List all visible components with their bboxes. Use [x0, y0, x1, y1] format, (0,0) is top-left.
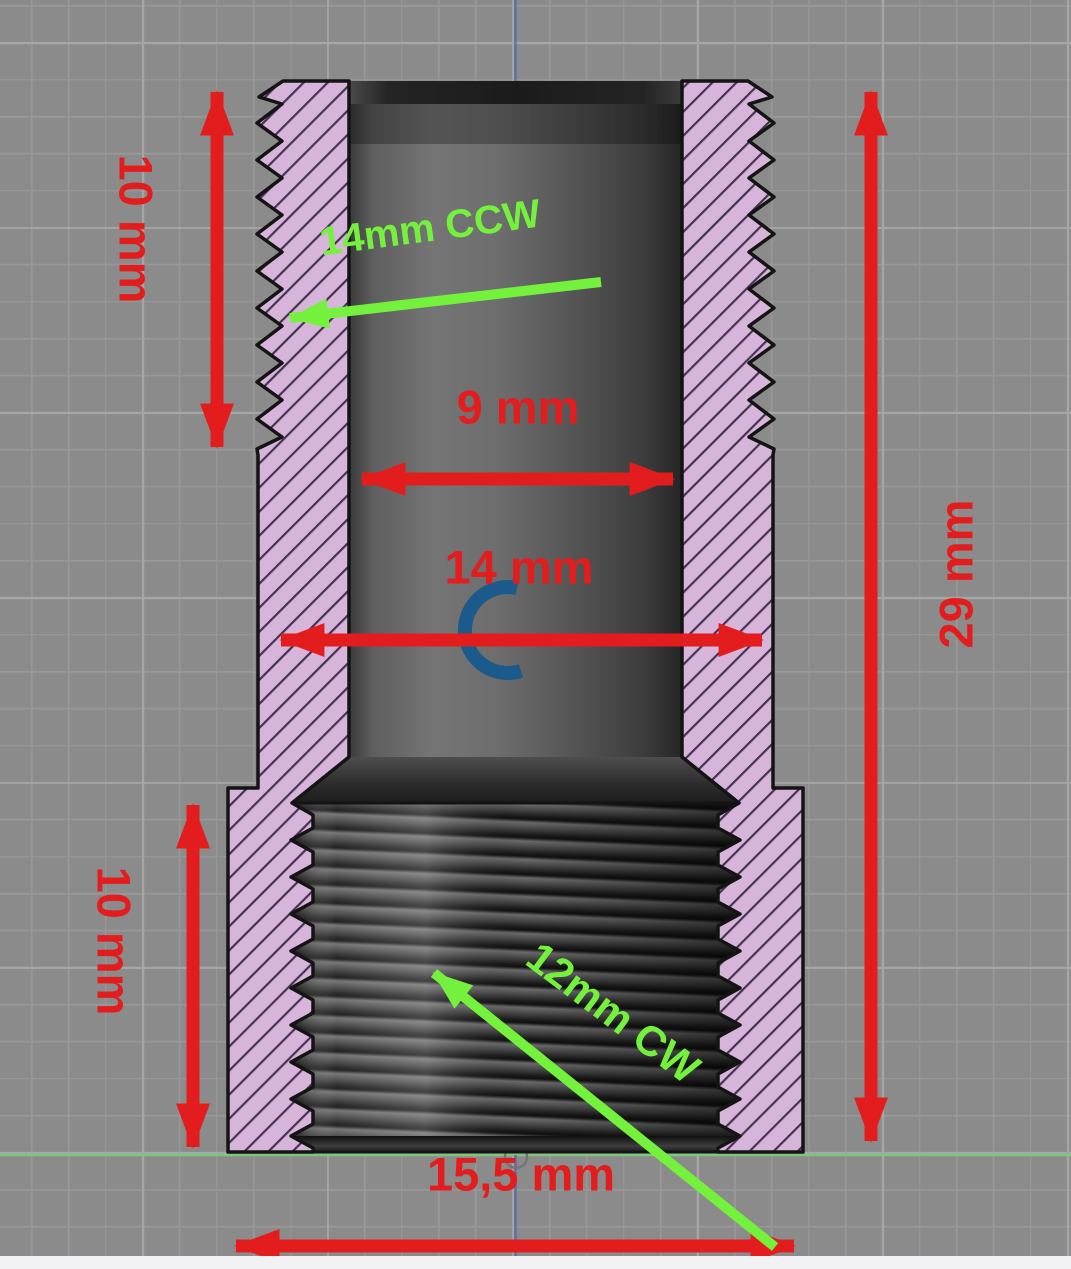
screenshot-bottom-margin — [0, 1256, 1071, 1269]
dim-label-outer-diameter: 14 mm — [444, 540, 594, 594]
section-outline-right — [680, 79, 805, 1154]
dim-label-top-thread-length: 10 mm — [109, 154, 163, 304]
dim-label-total-length: 29 mm — [929, 499, 983, 649]
section-hatch-right — [682, 81, 803, 1152]
dim-label-bottom-thread-length: 10 mm — [87, 866, 141, 1016]
dimension-arrows — [176, 90, 888, 1263]
section-outline-left — [226, 79, 351, 1154]
dim-label-bore-diameter: 9 mm — [456, 380, 580, 434]
part-top-rim — [349, 81, 683, 105]
dim-label-bottom-width: 15,5 mm — [426, 1147, 616, 1201]
part-bottom-rim — [295, 1136, 735, 1153]
bottom-thread-arrow — [430, 969, 779, 1251]
internal-thread-sheen — [291, 803, 740, 1152]
section-hatch-left — [228, 81, 349, 1152]
bore-top-shadow — [349, 104, 683, 144]
top-thread-arrow — [288, 277, 602, 329]
part-cone-shoulder — [292, 757, 739, 803]
thread-arrows — [288, 277, 779, 1251]
